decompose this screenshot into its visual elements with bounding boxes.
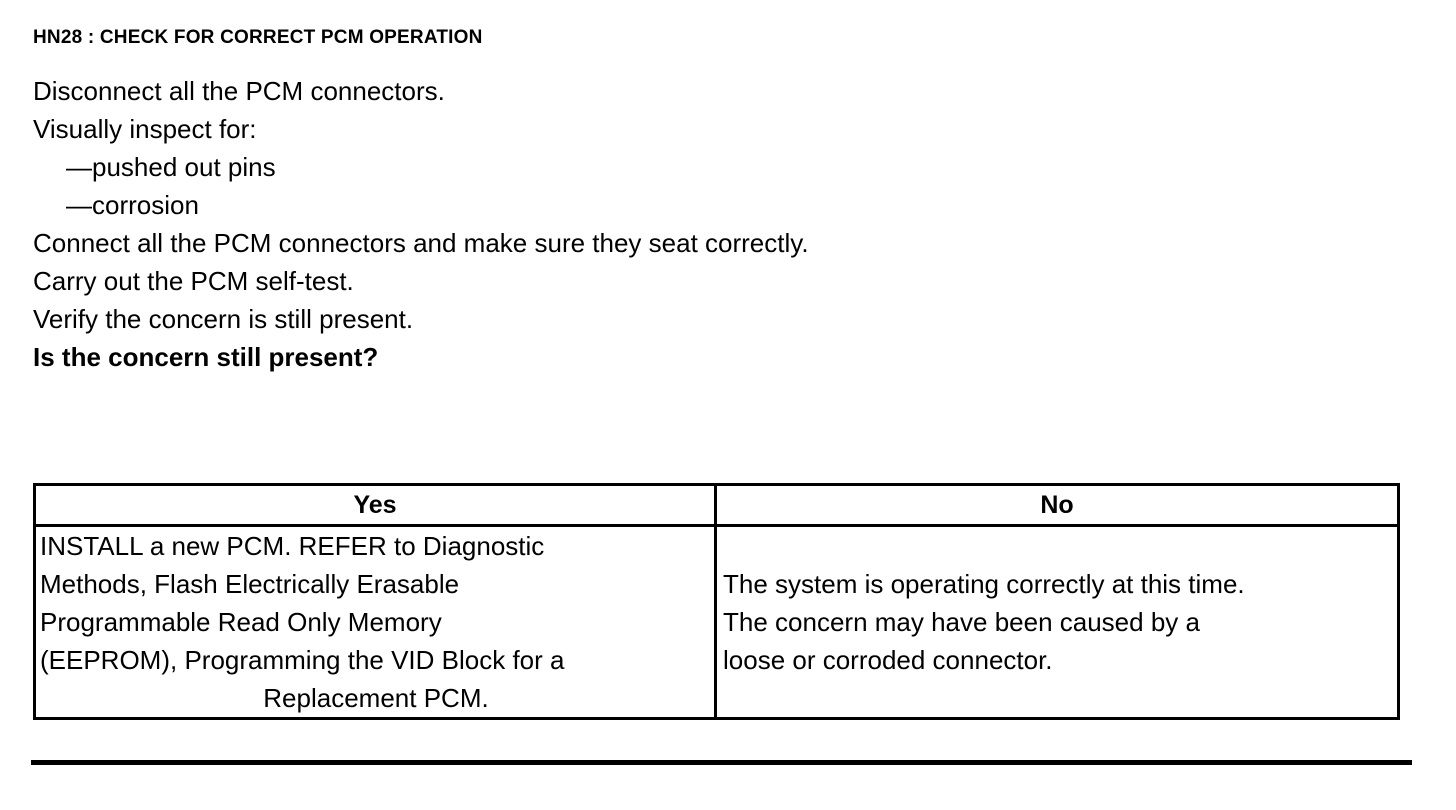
step-line: Disconnect all the PCM connectors.	[33, 76, 445, 106]
procedure-steps-list: Disconnect all the PCM connectors. Visua…	[33, 72, 1413, 376]
step-line: Connect all the PCM connectors and make …	[33, 228, 809, 258]
decision-question: Is the concern still present?	[33, 342, 379, 372]
cell-text-line: loose or corroded connector.	[723, 645, 1053, 675]
cell-text-line: INSTALL a new PCM. REFER to Diagnostic	[40, 531, 545, 561]
cell-text-line: Programmable Read Only Memory	[40, 607, 442, 637]
cell-text-line: (EEPROM), Programming the VID Block for …	[40, 645, 565, 675]
cell-text-line: Methods, Flash Electrically Erasable	[40, 569, 460, 599]
column-header-yes: Yes	[33, 483, 717, 527]
step-line-bullet: —corrosion	[66, 190, 199, 220]
decision-table: Yes No INSTALL a new PCM. REFER to Diagn…	[33, 483, 1400, 720]
footer-rule	[31, 760, 1412, 765]
step-line: Verify the concern is still present.	[33, 304, 414, 334]
table-header-row: Yes No	[33, 483, 1400, 527]
procedure-title: HN28 : CHECK FOR CORRECT PCM OPERATION	[33, 27, 483, 48]
cell-no-action: The system is operating correctly at thi…	[714, 524, 1400, 720]
cell-yes-action: INSTALL a new PCM. REFER to Diagnostic M…	[33, 524, 717, 720]
cell-text-line: The concern may have been caused by a	[723, 607, 1200, 637]
step-line: Carry out the PCM self-test.	[33, 266, 354, 296]
column-header-no: No	[714, 483, 1400, 527]
step-line-bullet: —pushed out pins	[66, 152, 276, 182]
cell-text-line: Replacement PCM.	[263, 683, 489, 713]
step-line: Visually inspect for:	[33, 114, 257, 144]
table-row: INSTALL a new PCM. REFER to Diagnostic M…	[33, 524, 1400, 720]
cell-text-line: The system is operating correctly at thi…	[723, 569, 1245, 599]
